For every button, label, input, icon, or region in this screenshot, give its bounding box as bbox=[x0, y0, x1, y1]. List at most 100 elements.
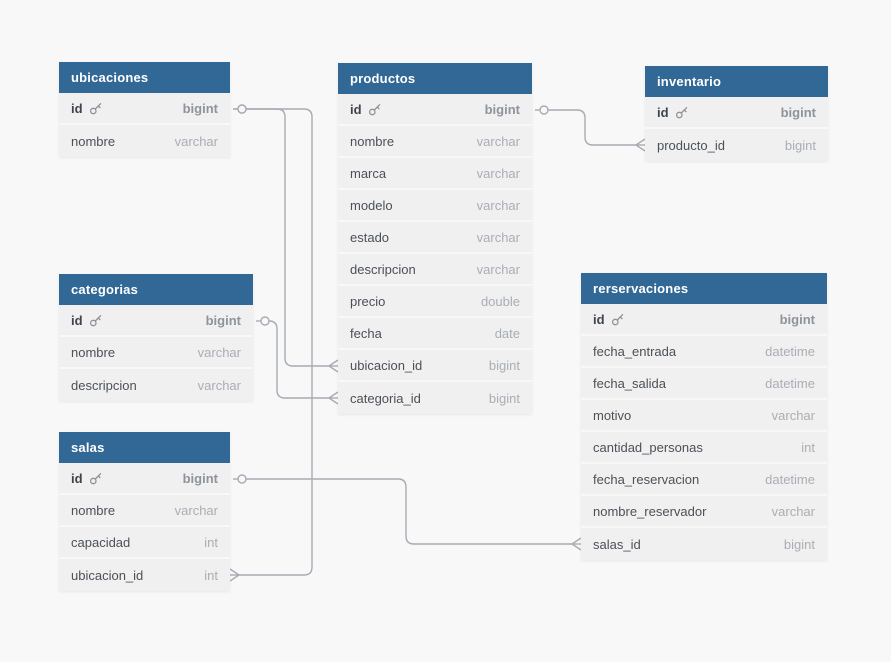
primary-key-icon bbox=[89, 102, 101, 114]
field-name: categoria_id bbox=[350, 390, 421, 406]
relation-line bbox=[328, 359, 339, 367]
field-name: capacidad bbox=[71, 534, 131, 550]
relation-productos-inventario bbox=[535, 105, 646, 152]
field-type: bigint bbox=[780, 104, 816, 120]
primary-key-icon bbox=[611, 313, 623, 325]
field-type: varchar bbox=[476, 165, 520, 181]
relation-line bbox=[635, 144, 646, 152]
relation-line bbox=[548, 109, 636, 146]
field-row-categorias-descripcion: descripcion varchar bbox=[59, 369, 253, 401]
field-type: varchar bbox=[476, 261, 520, 277]
field-name: id bbox=[71, 312, 83, 328]
field-type: datetime bbox=[765, 343, 815, 359]
field-name: nombre_reservador bbox=[593, 503, 707, 519]
relation-categorias-productos bbox=[256, 316, 339, 405]
field-type: datetime bbox=[765, 471, 815, 487]
field-row-productos-ubicacion_id: ubicacion_id bigint bbox=[338, 350, 532, 382]
field-name: id bbox=[71, 100, 83, 116]
field-name: ubicacion_id bbox=[350, 357, 423, 373]
field-row-inventario-id: id bigint bbox=[645, 97, 828, 129]
field-row-productos-descripcion: descripcion varchar bbox=[338, 254, 532, 286]
field-type: varchar bbox=[476, 229, 520, 245]
field-type: bigint bbox=[488, 357, 520, 373]
field-type: bigint bbox=[205, 312, 241, 328]
primary-key-icon bbox=[89, 472, 101, 484]
relation-one-marker bbox=[237, 104, 247, 114]
table-title-ubicaciones[interactable]: ubicaciones bbox=[59, 62, 230, 93]
relation-one-marker bbox=[237, 104, 247, 114]
field-type: int bbox=[801, 439, 815, 455]
field-name: motivo bbox=[593, 407, 632, 423]
field-name: precio bbox=[350, 293, 386, 309]
field-name: estado bbox=[350, 229, 390, 245]
table-title-categorias[interactable]: categorias bbox=[59, 274, 253, 305]
field-row-rerservaciones-nombre_reservador: nombre_reservador varchar bbox=[581, 496, 827, 528]
field-type: bigint bbox=[484, 101, 520, 117]
field-type: varchar bbox=[174, 133, 218, 149]
field-type: varchar bbox=[771, 503, 815, 519]
relation-line bbox=[328, 391, 339, 399]
field-type: varchar bbox=[197, 377, 241, 393]
field-name: ubicacion_id bbox=[71, 567, 144, 583]
field-name: fecha_salida bbox=[593, 375, 666, 391]
field-row-salas-capacidad: capacidad int bbox=[59, 527, 230, 559]
relation-line bbox=[571, 537, 582, 545]
relation-line bbox=[571, 543, 582, 551]
field-name: fecha bbox=[350, 325, 382, 341]
relation-line bbox=[635, 138, 646, 146]
field-type: bigint bbox=[182, 100, 218, 116]
field-type: bigint bbox=[488, 390, 520, 406]
table-title-productos[interactable]: productos bbox=[338, 63, 532, 94]
table-title-rerservaciones[interactable]: rerservaciones bbox=[581, 273, 827, 304]
table-title-salas[interactable]: salas bbox=[59, 432, 230, 463]
field-row-productos-categoria_id: categoria_id bigint bbox=[338, 382, 532, 414]
field-row-rerservaciones-fecha_salida: fecha_salida datetime bbox=[581, 368, 827, 400]
field-name: nombre bbox=[71, 502, 116, 518]
field-row-rerservaciones-id: id bigint bbox=[581, 304, 827, 336]
field-type: bigint bbox=[784, 137, 816, 153]
relation-line bbox=[328, 397, 339, 405]
field-type: datetime bbox=[765, 375, 815, 391]
field-type: int bbox=[204, 534, 218, 550]
field-name: fecha_entrada bbox=[593, 343, 677, 359]
field-type: varchar bbox=[476, 197, 520, 213]
field-name: marca bbox=[350, 165, 387, 181]
field-row-productos-marca: marca varchar bbox=[338, 158, 532, 190]
field-name: id bbox=[657, 104, 669, 120]
relation-line bbox=[328, 365, 339, 373]
primary-key-icon bbox=[368, 103, 380, 115]
field-name: nombre bbox=[71, 344, 116, 360]
table-title-inventario[interactable]: inventario bbox=[645, 66, 828, 97]
field-type: bigint bbox=[779, 311, 815, 327]
relation-line bbox=[229, 574, 240, 582]
field-type: bigint bbox=[182, 470, 218, 486]
field-name: cantidad_personas bbox=[593, 439, 703, 455]
field-name: nombre bbox=[350, 133, 395, 149]
field-row-categorias-id: id bigint bbox=[59, 305, 253, 337]
field-name: id bbox=[593, 311, 605, 327]
field-row-rerservaciones-fecha_entrada: fecha_entrada datetime bbox=[581, 336, 827, 368]
relation-line bbox=[268, 320, 329, 399]
primary-key-icon bbox=[675, 106, 687, 118]
field-type: varchar bbox=[476, 133, 520, 149]
relation-one-marker bbox=[237, 474, 247, 484]
relation-one-marker bbox=[260, 316, 270, 326]
field-name: descripcion bbox=[71, 377, 137, 393]
field-name: descripcion bbox=[350, 261, 416, 277]
